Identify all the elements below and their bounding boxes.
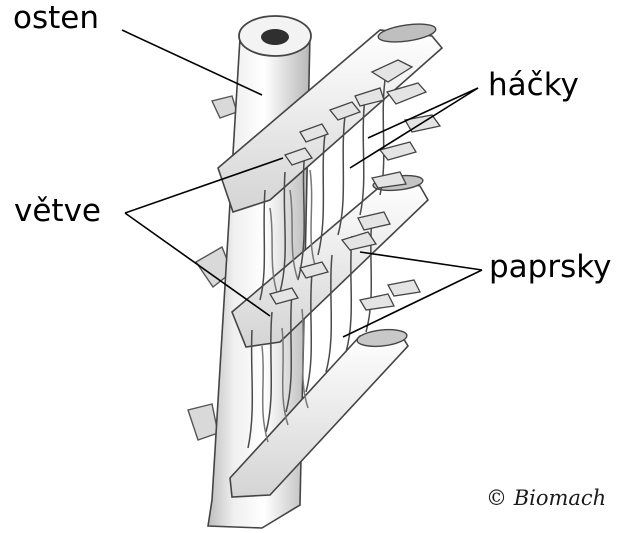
label-paprsky: paprsky [489,252,611,283]
label-osten: osten [13,3,99,34]
leader-paprsky-1 [360,252,482,270]
label-vetve: větve [14,196,101,227]
label-hacky: háčky [488,70,579,101]
copyright-symbol: © [486,486,507,510]
credit-author: Biomach [514,486,607,510]
copyright-credit: © Biomach [486,486,606,510]
